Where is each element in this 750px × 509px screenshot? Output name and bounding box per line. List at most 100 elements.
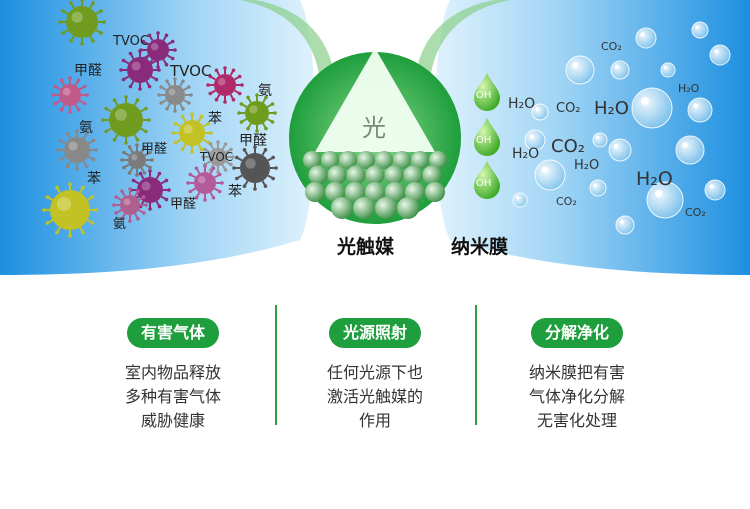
water-drop-icon (675, 135, 705, 165)
virus-icon (42, 182, 98, 238)
caption-photocatalyst: 光触媒 (337, 236, 395, 258)
molecule-label: H₂O (636, 168, 673, 190)
water-drop-icon (615, 215, 635, 235)
oh-droplet-icon (474, 118, 500, 156)
nano-ball (411, 151, 429, 169)
water-drop-icon (512, 192, 528, 208)
nano-ball (393, 151, 411, 169)
molecule-label: CO₂ (601, 40, 622, 53)
pollutant-label: 苯 (87, 171, 101, 187)
nano-ball (346, 165, 366, 185)
water-drop-icon (687, 97, 713, 123)
nano-ball (308, 165, 328, 185)
column-title-harmful-gas: 有害气体 (126, 318, 220, 348)
nano-ball (353, 197, 375, 219)
virus-icon (206, 66, 244, 104)
water-drop-icon (608, 138, 632, 162)
virus-icon (120, 143, 154, 177)
oh-droplet-icon (474, 161, 500, 199)
virus-group (42, 0, 278, 238)
virus-icon (139, 31, 177, 69)
molecule-label: H₂O (512, 146, 540, 162)
oh-droplet-group (474, 73, 500, 199)
column-divider (275, 305, 277, 425)
desc-line: 无害化处理 (536, 411, 617, 430)
oh-label: OH (476, 135, 492, 146)
molecule-label: H₂O (508, 96, 536, 112)
nano-ball (397, 197, 419, 219)
desc-line: 多种有害气体 (124, 387, 221, 406)
molecule-label: H₂O (574, 158, 600, 173)
virus-icon (171, 112, 213, 154)
desc-line: 任何光源下也 (326, 363, 423, 382)
molecule-label: CO₂ (556, 101, 581, 116)
nano-ball (331, 197, 353, 219)
pollutant-label: 氨 (79, 120, 93, 136)
column-divider (475, 305, 477, 425)
desc-line: 激活光触媒的 (326, 387, 423, 406)
nano-ball (325, 182, 345, 202)
virus-icon (119, 49, 161, 91)
water-drop-icon (646, 181, 684, 219)
virus-icon (201, 140, 235, 174)
pollutant-label: 苯 (228, 184, 242, 200)
water-drop-icon (589, 179, 607, 197)
molecule-label: H₂O (594, 98, 629, 119)
oh-label: OH (476, 90, 492, 101)
pollutant-label: TVOC (170, 62, 212, 80)
light-label: 光 (362, 114, 386, 142)
desc-line: 威胁健康 (140, 411, 205, 430)
nano-ball (357, 151, 375, 169)
water-drop-icon (531, 103, 549, 121)
column-desc-purification: 纳米膜把有害 气体净化分解 无害化处理 (477, 361, 677, 433)
water-drop-icon (610, 60, 630, 80)
nano-ball (429, 151, 447, 169)
nano-ball (422, 165, 442, 185)
pollutant-label: 甲醛 (170, 197, 197, 212)
nano-film-balls (303, 151, 447, 219)
molecule-label: CO₂ (685, 206, 706, 219)
nano-ball (303, 151, 321, 169)
virus-icon (232, 145, 278, 191)
water-drop-icon (631, 87, 673, 129)
molecule-label: H₂O (678, 82, 700, 95)
virus-icon (112, 187, 148, 223)
nano-ball (321, 151, 339, 169)
nano-ball (345, 182, 365, 202)
virus-icon (51, 76, 89, 114)
pollutant-label: 甲醛 (141, 142, 168, 157)
water-drop-icon (660, 62, 676, 78)
column-desc-harmful-gas: 室内物品释放 多种有害气体 威胁健康 (73, 361, 273, 433)
water-drop-icon (592, 132, 608, 148)
pollutant-label: 苯 (208, 111, 222, 127)
water-drop-group (512, 21, 731, 235)
nano-ball (375, 151, 393, 169)
water-drop-icon (704, 179, 726, 201)
column-title-light-source: 光源照射 (328, 318, 422, 348)
pollutant-label: 氨 (113, 217, 127, 232)
virus-icon (58, 0, 106, 46)
nano-ball (305, 182, 325, 202)
nano-ball (384, 165, 404, 185)
nano-ball (405, 182, 425, 202)
virus-icon (186, 164, 224, 202)
nano-ball (327, 165, 347, 185)
virus-icon (56, 129, 98, 171)
column-desc-light-source: 任何光源下也 激活光触媒的 作用 (275, 361, 475, 433)
nano-ball (365, 182, 385, 202)
desc-line: 气体净化分解 (528, 387, 625, 406)
nano-ball (385, 182, 405, 202)
molecule-label: CO₂ (551, 136, 585, 157)
desc-line: 作用 (358, 411, 391, 430)
water-drop-icon (635, 27, 657, 49)
desc-line: 纳米膜把有害 (528, 363, 625, 382)
nano-ball (365, 165, 385, 185)
virus-icon (237, 93, 277, 133)
pollutant-label: 甲醛 (239, 133, 267, 149)
water-drop-icon (691, 21, 709, 39)
pollutant-label: TVOC (200, 150, 234, 164)
nano-ball (425, 182, 445, 202)
water-drop-icon (524, 129, 546, 151)
caption-nano-film: 纳米膜 (451, 236, 509, 258)
